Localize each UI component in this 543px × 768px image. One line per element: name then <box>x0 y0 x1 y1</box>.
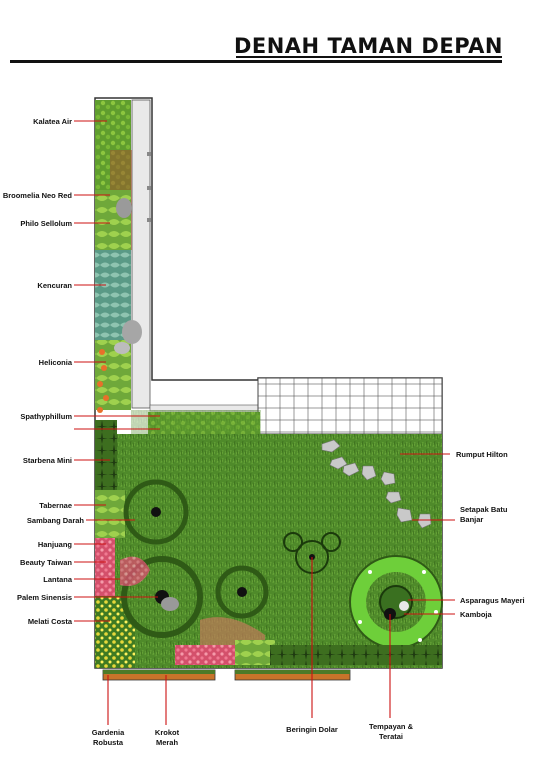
page-title: DENAH TAMAN DEPAN <box>233 34 503 58</box>
label-kamboja: Kamboja <box>460 610 492 619</box>
planter-starbena <box>95 420 117 490</box>
planter-bottom-row <box>270 645 442 665</box>
label-tabernae: Tabernae <box>39 501 72 510</box>
tiled-terrace <box>257 377 443 435</box>
title-underline <box>236 56 502 58</box>
title-rule <box>10 60 502 63</box>
label-melati-costa: Melati Costa <box>27 617 72 626</box>
planter-hanjuang <box>95 538 115 596</box>
label-setapak: Setapak Batu Banjar <box>460 505 508 524</box>
label-kencuran: Kencuran <box>37 281 72 290</box>
label-philo: Philo Sellolum <box>20 219 72 228</box>
label-tempayan: Tempayan & Teratai <box>368 722 414 741</box>
label-broomelia: Broomelia Neo Red <box>2 191 72 200</box>
label-spathyphillum: Spathyphillum <box>20 412 72 421</box>
label-asparagus: Asparagus Mayeri <box>460 596 525 605</box>
label-krokot: Krokot Merah <box>154 728 180 747</box>
label-starbena: Starbena Mini <box>22 456 72 465</box>
label-hanjuang: Hanjuang <box>37 540 72 549</box>
leader-lines <box>74 120 455 725</box>
label-beringin: Beringin Dolar <box>286 725 338 734</box>
label-gardenia: Gardenia Robusta <box>91 728 125 747</box>
label-palem-sinensis: Palem Sinensis <box>16 593 72 602</box>
label-beauty-taiwan: Beauty Taiwan <box>20 558 72 567</box>
label-lantana: Lantana <box>43 575 72 584</box>
label-heliconia: Heliconia <box>38 358 72 367</box>
label-rumput-hilton: Rumput Hilton <box>456 450 508 459</box>
label-kalatea-air: Kalatea Air <box>33 117 72 126</box>
planter-tabernae <box>95 490 125 538</box>
stepping-stones <box>321 439 432 529</box>
label-sambang-darah: Sambang Darah <box>26 516 84 525</box>
planter-krokot <box>175 645 235 665</box>
side-corridor <box>131 99 151 409</box>
